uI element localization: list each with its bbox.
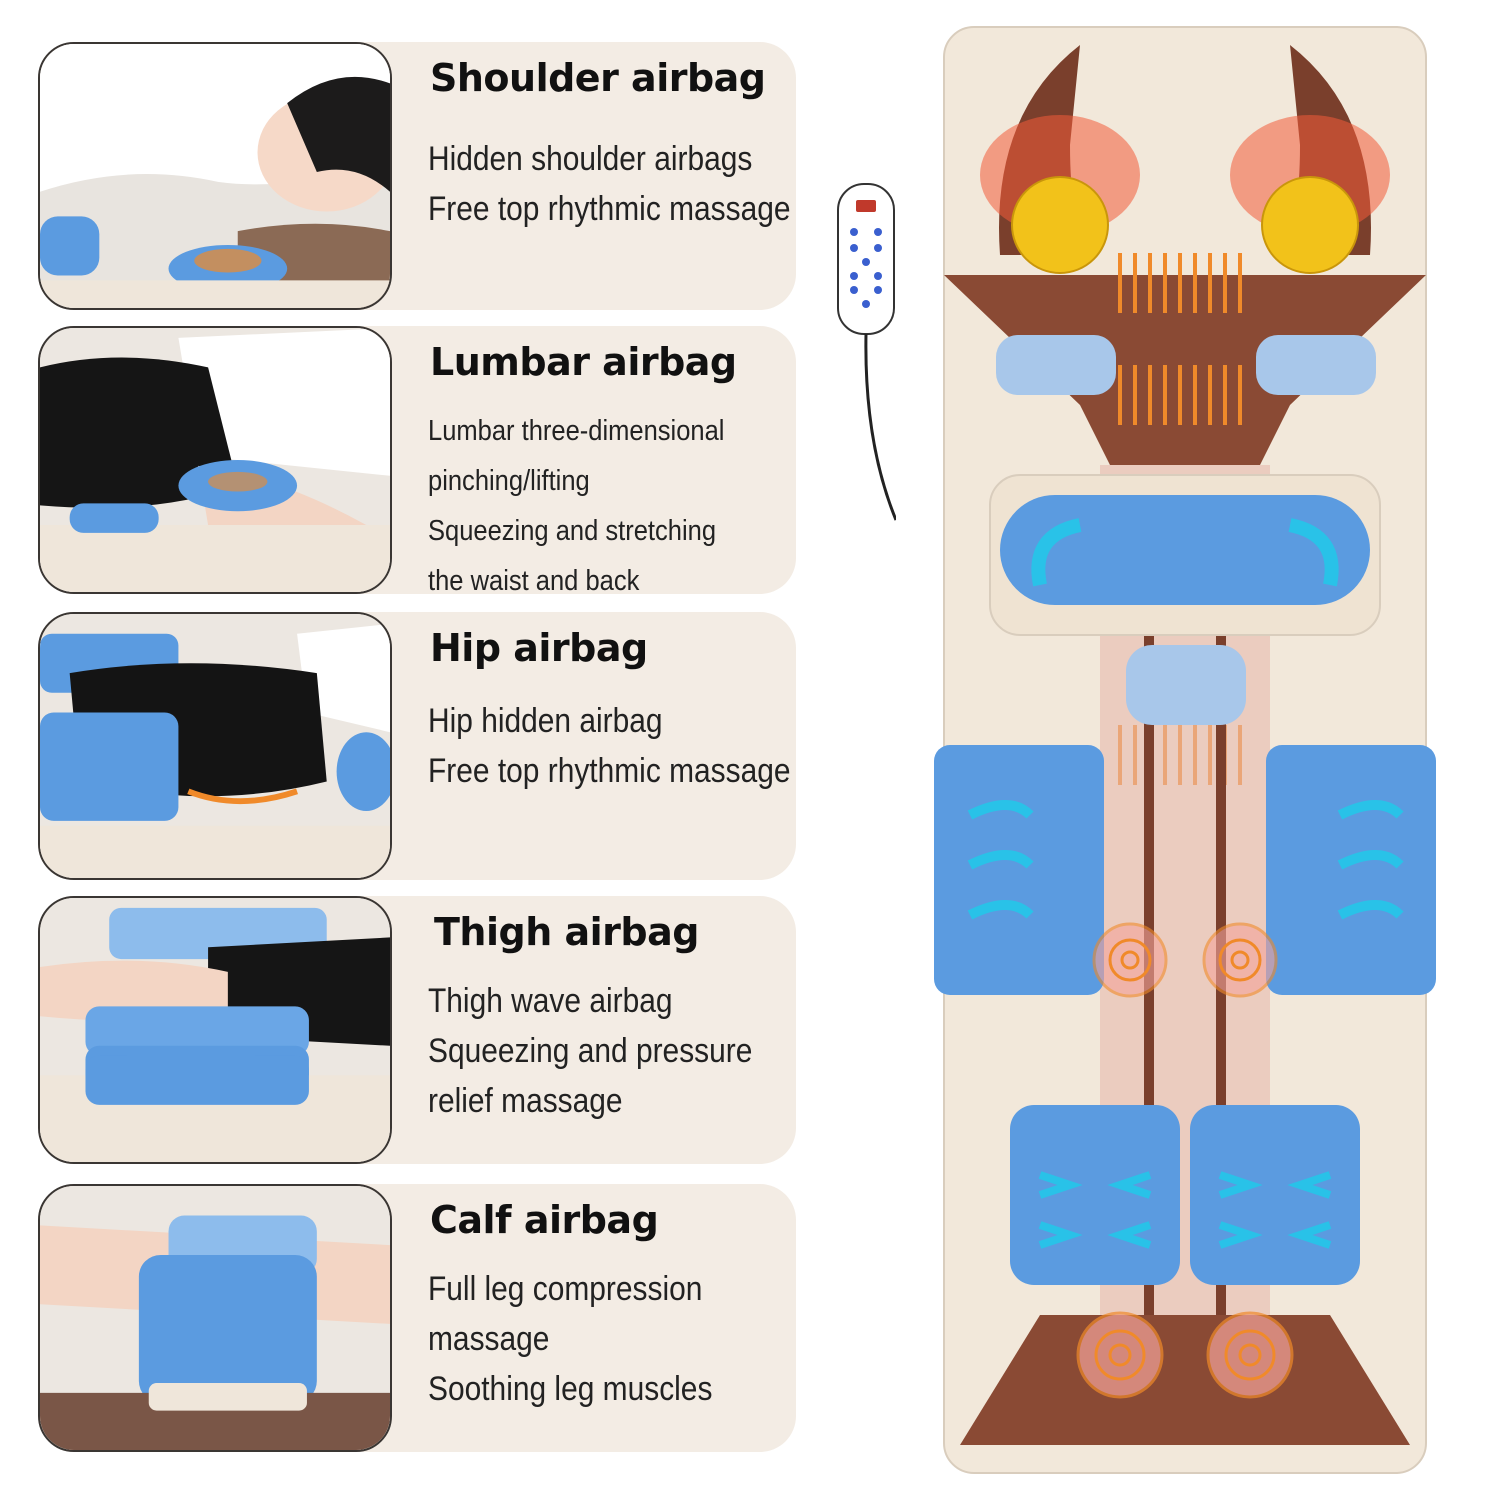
feature-title-lumbar: Lumbar airbag (430, 340, 737, 384)
feature-line: Thigh wave airbag (428, 982, 673, 1020)
feature-card-shoulder: Shoulder airbag Hidden shoulder airbags … (38, 42, 796, 310)
feature-description-lumbar: Lumbar three-dimensional pinching/liftin… (428, 406, 724, 606)
feature-description-hip: Hip hidden airbag Free top rhythmic mass… (428, 696, 791, 796)
feature-description-shoulder: Hidden shoulder airbags Free top rhythmi… (428, 134, 791, 234)
feature-line: relief massage (428, 1082, 623, 1120)
feature-line: massage (428, 1320, 550, 1358)
calf-airbag-photo (38, 1184, 392, 1452)
feature-title-hip: Hip airbag (430, 626, 648, 670)
feature-line: Lumbar three-dimensional (428, 415, 725, 447)
feature-line: Hip hidden airbag (428, 702, 663, 740)
feature-card-thigh: Thigh airbag Thigh wave airbag Squeezing… (38, 896, 796, 1164)
feature-card-lumbar: Lumbar airbag Lumbar three-dimensional p… (38, 326, 796, 597)
feature-line: Free top rhythmic massage (428, 752, 791, 790)
feature-title-calf: Calf airbag (430, 1198, 659, 1242)
feature-card-calf: Calf airbag Full leg compression massage… (38, 1184, 796, 1452)
shoulder-airbag-photo (38, 42, 392, 310)
remote-control-illustration (837, 183, 896, 521)
feature-description-thigh: Thigh wave airbag Squeezing and pressure… (428, 976, 752, 1126)
feature-line: Hidden shoulder airbags (428, 140, 753, 178)
feature-title-thigh: Thigh airbag (434, 910, 699, 954)
feature-line: Soothing leg muscles (428, 1370, 713, 1408)
hip-airbag-photo (38, 612, 392, 880)
feature-line: Full leg compression (428, 1270, 703, 1308)
feature-card-hip: Hip airbag Hip hidden airbag Free top rh… (38, 612, 796, 880)
thigh-airbag-photo (38, 896, 392, 1164)
feature-line: the waist and back (428, 565, 640, 597)
massage-mat-illustration (934, 26, 1436, 1474)
lumbar-airbag-photo (38, 326, 392, 594)
feature-line: Squeezing and stretching (428, 515, 717, 547)
feature-line: Squeezing and pressure (428, 1032, 753, 1070)
feature-title-shoulder: Shoulder airbag (430, 56, 766, 100)
feature-line: Free top rhythmic massage (428, 190, 791, 228)
feature-line: pinching/lifting (428, 465, 590, 497)
feature-description-calf: Full leg compression massage Soothing le… (428, 1264, 712, 1414)
